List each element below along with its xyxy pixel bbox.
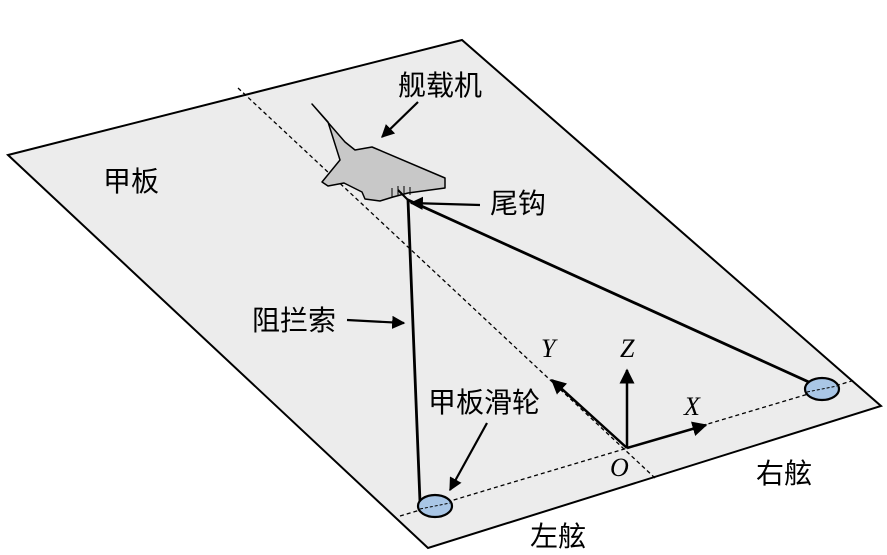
z-axis-label: Z: [620, 334, 635, 363]
deck-pulley-left: [416, 493, 454, 519]
origin-label: O: [610, 453, 629, 482]
coordinate-axes: [550, 368, 708, 450]
y-axis-label: Y: [541, 334, 558, 363]
pulley-baseline: [399, 379, 856, 517]
port-label: 左舷: [530, 520, 586, 553]
deck-plane: [5, 38, 884, 550]
tailhook-pointer-arrow: [409, 196, 481, 210]
arresting-cable-label: 阻拦索: [252, 304, 336, 337]
cable-pointer-arrow: [346, 315, 406, 329]
y-axis-arrow: [550, 378, 628, 449]
deck-label: 甲板: [103, 165, 159, 198]
aircraft-label: 舰载机: [398, 69, 482, 102]
tailhook-line: [397, 189, 409, 201]
deck-pulley-right: [803, 376, 841, 402]
tailhook-label: 尾钩: [490, 187, 546, 220]
aircraft-pointer-arrow: [381, 101, 419, 138]
pulley-pointer-arrow: [449, 422, 488, 492]
starboard-label: 右舷: [756, 457, 812, 490]
x-axis-arrow: [626, 421, 708, 450]
x-axis-label: X: [683, 392, 701, 421]
deck-pulley-label: 甲板滑轮: [428, 386, 540, 419]
